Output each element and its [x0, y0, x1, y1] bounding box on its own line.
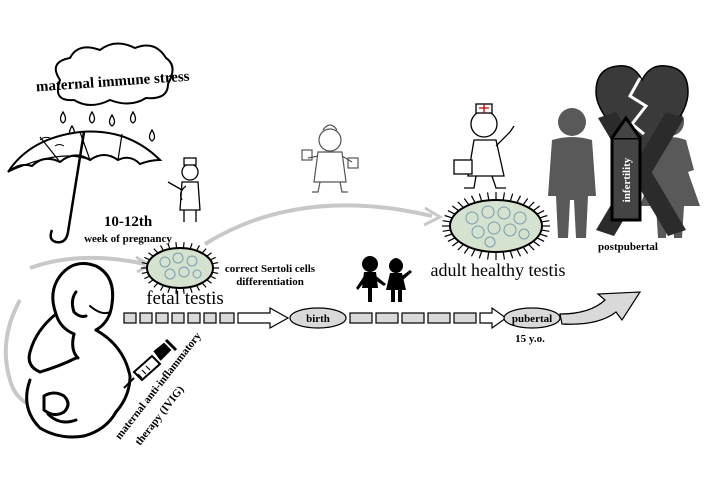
children-icon — [356, 256, 412, 302]
testis-cell-icon — [141, 242, 219, 294]
cell-spike — [509, 193, 514, 202]
cell-spike — [457, 243, 464, 251]
cell-spike — [536, 210, 545, 215]
doctor-icon — [301, 124, 359, 193]
sertoli-label-line1: correct Sertoli cells — [225, 263, 316, 275]
development-arrows — [3, 203, 444, 406]
cell-spike — [447, 237, 456, 242]
cell-spike — [509, 250, 514, 259]
cell-spike — [463, 198, 470, 206]
doctor-icon — [453, 103, 515, 189]
sertoli-label-line2: differentiation — [236, 276, 304, 288]
cell-spike — [522, 198, 529, 206]
cell-spike — [516, 195, 522, 204]
rain-cloud-icon: maternal immune stress — [35, 42, 190, 142]
pubertal-label: pubertal — [512, 313, 552, 325]
timeline — [123, 291, 642, 330]
cell-spike — [444, 214, 453, 219]
cell-spike — [541, 229, 550, 232]
cell-spike — [522, 246, 529, 254]
cell-spike — [516, 248, 522, 257]
cell-spike — [528, 201, 535, 209]
cell-spike — [470, 248, 476, 257]
cell-spike — [470, 195, 476, 204]
cell-spike — [539, 214, 548, 219]
cell-spike — [486, 251, 490, 260]
cell-spike — [532, 205, 541, 212]
week-text-label: week of pregnancy — [84, 233, 172, 245]
cell-spike — [451, 205, 460, 212]
birth-label: birth — [306, 313, 330, 325]
cell-spike — [442, 220, 451, 223]
adult-testis-label: adult healthy testis — [431, 260, 566, 280]
fetal-to-adult-arrow — [203, 203, 433, 246]
postpubertal-label: postpubertal — [598, 241, 658, 253]
cell-spike — [463, 246, 470, 254]
therapy-loop-arrow — [3, 299, 30, 406]
cell-spike — [444, 233, 453, 238]
cell-spike — [442, 229, 451, 232]
cell-spike — [532, 240, 541, 247]
cell-spike — [486, 192, 490, 201]
infertility-label: infertility — [621, 157, 633, 202]
cell-spike — [447, 210, 456, 215]
cell-spike — [457, 201, 464, 209]
cell-spike — [541, 220, 550, 223]
fetal-testis-label: fetal testis — [146, 288, 224, 309]
umbrella-icon — [7, 130, 163, 244]
pregnant-woman-icon — [25, 262, 132, 439]
broken-heart-icon: infertility — [595, 65, 689, 236]
week-number-label: 10-12th — [104, 214, 153, 230]
cell-spike — [502, 251, 506, 260]
cell-spike — [539, 233, 548, 238]
cell-spike — [502, 192, 506, 201]
cell-spike — [536, 237, 545, 242]
pubertal-marker: pubertal — [503, 307, 561, 329]
cell-spike — [478, 193, 483, 202]
umbrella-to-fetal-arrow — [29, 255, 146, 270]
cell-spike — [478, 250, 483, 259]
birth-marker: birth — [289, 307, 347, 329]
age-label: 15 y.o. — [515, 333, 545, 345]
syringe-icon — [123, 338, 178, 389]
cell-spike — [528, 243, 535, 251]
cell-spike — [451, 240, 460, 247]
testis-cell-icon — [442, 192, 550, 260]
doctor-icon — [167, 157, 201, 222]
